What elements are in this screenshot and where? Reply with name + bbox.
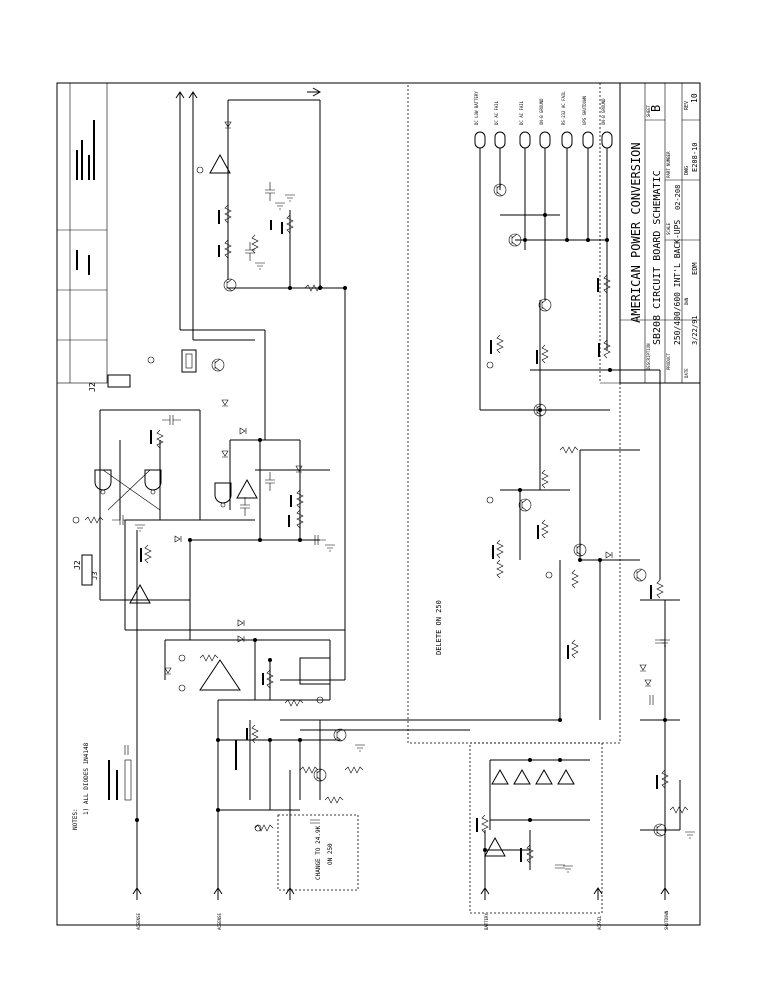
part-designator-marks <box>108 210 658 862</box>
field-label-scale: SCALE <box>666 222 671 235</box>
field-label-sheet: SHEET <box>646 104 651 117</box>
part-number: 02-208 <box>674 185 682 210</box>
output-connectors <box>474 131 613 162</box>
field-label-date: DATE <box>684 368 689 378</box>
field-label-description: DESCRIPTION <box>646 343 651 370</box>
connector-j2-top: J2 <box>88 382 97 392</box>
top-signal-4: ON-B GROUND <box>539 98 544 125</box>
top-signal-7: ON-B GROUND <box>601 98 606 125</box>
bottom-signal-arrows <box>132 887 670 900</box>
top-signal-2: DC AC FAIL <box>494 100 499 125</box>
resistors <box>84 204 689 864</box>
bottom-signal-shutdown: SHUTDOWN <box>664 910 669 930</box>
company-name: AMERICAN POWER CONVERSION <box>629 142 643 323</box>
drawing-title: SB208 CIRCUIT BOARD SCHEMATIC <box>652 170 663 345</box>
top-signal-1: DC LOW BATTERY <box>474 91 479 125</box>
connector-j3: J3 <box>91 572 99 580</box>
title-block <box>599 82 701 384</box>
bottom-signal-acfail: ACFAIL <box>597 915 602 930</box>
transistors <box>211 183 667 837</box>
logic-gates <box>94 469 232 511</box>
top-signal-6: UPS SHUTDOWN <box>582 96 587 125</box>
rev-label: REV <box>684 101 690 110</box>
bottom-signal-battery: BATTERY <box>484 913 489 930</box>
top-signal-3: DC AC FAIL <box>519 100 524 125</box>
field-label-part-number: PART NUMBER <box>666 151 671 178</box>
test-points <box>72 166 553 832</box>
notes-title: NOTES: <box>72 808 79 830</box>
junctions <box>135 213 667 852</box>
revision-block <box>56 82 108 384</box>
top-signal-5: RS-232 AC FAIL <box>561 91 566 125</box>
top-signal-arrows <box>175 87 322 105</box>
drawing-border <box>56 82 701 926</box>
opamps <box>129 153 575 857</box>
diodes <box>164 121 652 687</box>
capacitors <box>112 182 665 869</box>
connector-hardware <box>81 349 331 801</box>
drawn-by: EDM <box>691 262 699 275</box>
ground-symbols <box>135 194 695 873</box>
connector-j2-mid: J2 <box>73 560 82 570</box>
change-note-line-2: ON 250 <box>327 843 334 865</box>
change-note-line-1: CHANGE TO 24.9K <box>315 825 322 880</box>
dwg-label: DWG <box>684 166 690 175</box>
field-label-product: PRODUCT <box>666 353 671 370</box>
led-region <box>469 742 603 914</box>
bottom-signal-acsense: ACSENSE <box>136 913 141 930</box>
field-label-dwn: DWN <box>684 297 689 305</box>
rev-number: 10 <box>690 93 699 103</box>
notes-item-1: 1) ALL DIODES 1N4148 <box>83 742 90 815</box>
delete-on-250-note: DELETE ON 250 <box>435 600 443 655</box>
sheet-letter: B <box>649 105 663 112</box>
drawing-subtitle: 250/400/600 INT'L BACK-UPS <box>673 220 682 345</box>
circuit-wiring <box>99 99 681 888</box>
dwg-number: E208-10 <box>691 142 699 172</box>
bottom-signal-acsense-2: ACSENSE <box>217 913 222 930</box>
drawing-date: 3/22/91 <box>691 315 699 345</box>
change-note-region <box>277 814 359 891</box>
